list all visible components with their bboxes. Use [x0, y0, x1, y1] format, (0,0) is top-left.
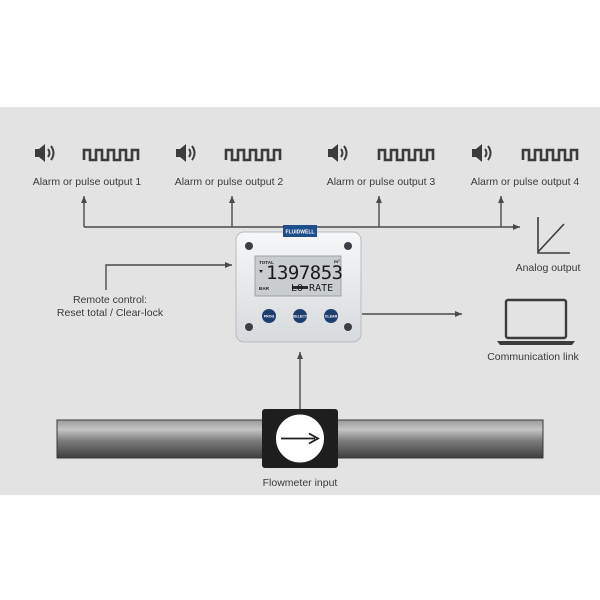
screw-icon [344, 242, 352, 250]
pulse-wave-icon [521, 148, 579, 162]
speaker-icon [175, 143, 196, 163]
pulse-wave-icon [377, 148, 435, 162]
output-1-label: Alarm or pulse output 1 [32, 176, 142, 188]
lcd-bar-indicator [292, 286, 308, 289]
lcd-arrow-icon [259, 270, 263, 273]
analog-graph-icon [537, 217, 570, 254]
output-4-label: Alarm or pulse output 4 [470, 176, 580, 188]
pulse-wave-icon [82, 148, 140, 162]
clear-button-label: CLEAR [325, 314, 338, 318]
pulse-wave-icon [224, 148, 282, 162]
output-3-group [327, 143, 435, 163]
remote-control-arrow [105, 262, 232, 290]
output-2-group [175, 143, 282, 163]
speaker-icon [34, 143, 55, 163]
lcd-status-text: LO RATE [291, 283, 334, 294]
output-1-group [34, 143, 140, 163]
remote-control-label-line2: Reset total / Clear-lock [56, 307, 164, 319]
brand-text: FLUIDWELL [286, 230, 315, 236]
select-button-label: SELECT [293, 314, 308, 318]
laptop-icon [497, 298, 575, 345]
speaker-icon [327, 143, 348, 163]
flowmeter-input-label: Flowmeter input [262, 477, 338, 489]
lcd-unit: m³ [334, 259, 340, 264]
communication-link-label: Communication link [487, 351, 579, 363]
lcd-screen [254, 255, 342, 297]
output-4-group [471, 143, 579, 163]
output-2-label: Alarm or pulse output 2 [174, 176, 284, 188]
screw-icon [245, 242, 253, 250]
screw-icon [245, 323, 253, 331]
speaker-icon [471, 143, 492, 163]
lcd-aux-label: BAR [259, 286, 270, 291]
brand-badge [283, 225, 317, 237]
screw-icon [344, 323, 352, 331]
select-button[interactable] [293, 309, 307, 323]
flowmeter-symbol [262, 409, 338, 468]
output-3-label: Alarm or pulse output 3 [326, 176, 436, 188]
remote-control-label-line1: Remote control: [72, 294, 148, 306]
prog-button-label: PROG [264, 314, 275, 318]
prog-button[interactable] [262, 309, 276, 323]
fluidwell-indicator: FLUIDWELL TOTAL m³ BAR PROG SELECT CLEAR [235, 225, 362, 343]
clear-button[interactable] [324, 309, 338, 323]
lcd-total-value: 1397853 [266, 262, 343, 284]
lcd-total-label: TOTAL [259, 260, 274, 265]
analog-output-label: Analog output [515, 262, 581, 274]
